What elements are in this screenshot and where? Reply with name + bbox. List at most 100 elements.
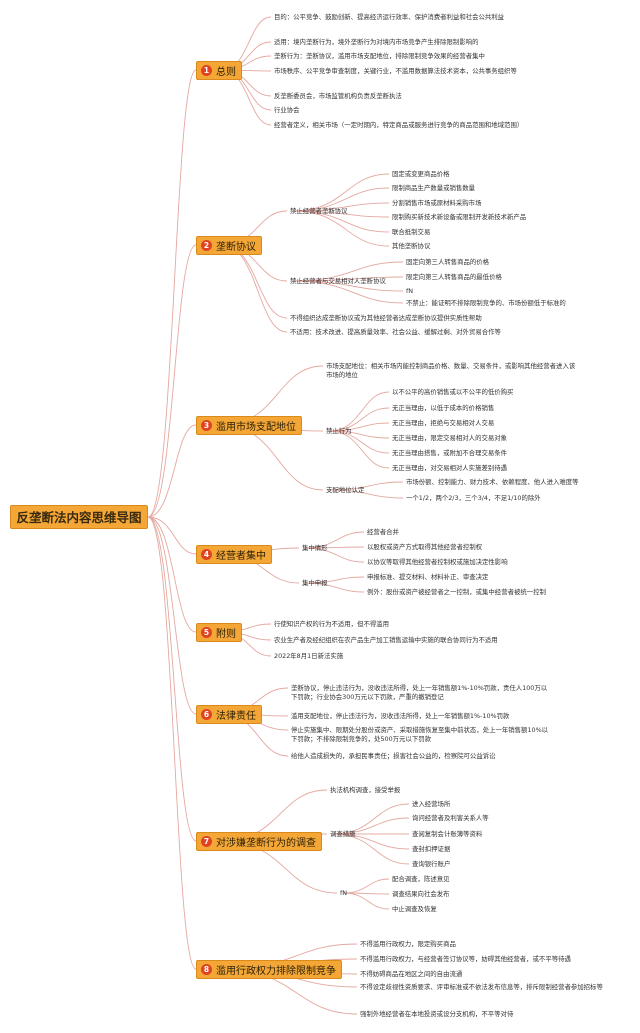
subtopic-item[interactable]: 例外：股份或资产被经营者之一控制，或集中经营者被统一控制: [367, 588, 546, 596]
branch-label: 垄断协议: [216, 242, 256, 253]
topic-item[interactable]: 行使知识产权的行为不适用，但不得滥用: [274, 620, 390, 628]
subtopic-item[interactable]: 一个1/2，两个2/3，三个3/4，不足1/10的除外: [406, 494, 541, 502]
subtopic-item[interactable]: 市场份额、控制能力、财力技术、依赖程度、他人进入难度等: [406, 478, 579, 486]
item-to-subitem-connector: [332, 803, 410, 835]
branch-number-badge: 7: [201, 836, 212, 847]
subtopic-item[interactable]: 不禁止：能证明不排除限制竞争的、市场份额低于标准的: [406, 299, 566, 307]
branch-node-1[interactable]: 1 总则: [196, 61, 242, 80]
branch-label: 附则: [216, 629, 236, 640]
topic-item[interactable]: fN: [340, 889, 348, 897]
branch-number-badge: 2: [201, 240, 212, 251]
topic-item[interactable]: 垄断协议，停止违法行为，没收违法所得，处上一年销售额1%-10%罚款，责任人10…: [291, 684, 548, 701]
branch-label: 滥用市场支配地位: [216, 422, 296, 433]
mindmap-root[interactable]: 反垄断法内容思维导图: [10, 505, 148, 529]
item-to-subitem-connector: [292, 187, 390, 212]
topic-item[interactable]: 市场秩序、公平竞争审查制度，关键行业，不滥用数据算法技术资本，公共事务组织等: [274, 67, 517, 75]
item-to-subitem-connector: [328, 489, 404, 499]
subtopic-item[interactable]: 其他垄断协议: [392, 242, 431, 250]
topic-item[interactable]: 强制外地经营者在本地投资或设分支机构，不平等对待: [360, 1010, 514, 1018]
subtopic-item[interactable]: fN: [406, 287, 414, 295]
branch-number-badge: 6: [201, 709, 212, 720]
subtopic-item[interactable]: 无正当理由搭售，或附加不合理交易条件: [392, 449, 508, 457]
item-to-subitem-connector: [342, 878, 390, 894]
root-to-branch-connector: [147, 244, 197, 518]
branch-label: 总则: [216, 67, 236, 78]
subtopic-item[interactable]: 以不公平的高价销售或以不公平的低价购买: [392, 388, 514, 396]
topic-item[interactable]: 行业协会: [274, 106, 300, 114]
subtopic-item[interactable]: 无正当理由，拒绝与交易相对人交易: [392, 419, 495, 427]
branch-node-2[interactable]: 2 垄断协议: [196, 236, 262, 255]
topic-item[interactable]: 调查措施: [330, 830, 356, 838]
topic-item[interactable]: 不得滥用行政权力，限定购买商品: [360, 940, 456, 948]
topic-item[interactable]: 不得组织达成垄断协议或为其他经营者达成垄断协议提供实质性帮助: [290, 314, 482, 322]
branch-number-badge: 1: [201, 65, 212, 76]
subtopic-item[interactable]: 经营者合并: [367, 528, 399, 536]
subtopic-item[interactable]: 调查结果向社会发布: [392, 890, 450, 898]
subtopic-item[interactable]: 联合抵制交易: [392, 228, 431, 236]
subtopic-item[interactable]: 中止调查及恢复: [392, 905, 437, 913]
topic-item[interactable]: 支配地位认定: [326, 486, 365, 494]
topic-item[interactable]: 禁止经营者垄断协议: [290, 207, 348, 215]
item-to-subitem-connector: [342, 892, 390, 910]
subtopic-item[interactable]: 限定向第三人转售商品的最低价格: [406, 273, 502, 281]
item-to-subitem-connector: [332, 833, 410, 865]
subtopic-item[interactable]: 分割销售市场或原材料采购市场: [392, 199, 482, 207]
subtopic-item[interactable]: 配合调查，陈述意见: [392, 875, 450, 883]
topic-item[interactable]: 不得设定歧视性资质要求、评审标准或不依法发布信息等，排斥限制经营者参加招标等: [360, 983, 603, 991]
subtopic-item[interactable]: 询问经营者及利害关系人等: [412, 814, 489, 822]
topic-item[interactable]: 执法机构调查，接受举报: [330, 786, 401, 794]
subtopic-item[interactable]: 以协议等取得其他经营者控制权或施加决定性影响: [367, 558, 508, 566]
topic-item[interactable]: 经营者定义，相关市场（一定时期内，特定商品或服务进行竞争的商品范围和地域范围）: [274, 121, 524, 129]
topic-item[interactable]: 不适用：技术改进、提高质量效率、社会公益、缓解过剩、对外贸易合作等: [290, 328, 501, 336]
subtopic-item[interactable]: 进入经营场所: [412, 800, 451, 808]
subtopic-item[interactable]: 查阅复制会计账簿等资料: [412, 830, 483, 838]
subtopic-item[interactable]: 无正当理由，以低于成本的价格销售: [392, 404, 495, 412]
topic-item[interactable]: 不得滥用行政权力，与经营者签订协议等，妨碍其他经营者，或不平等待遇: [360, 955, 571, 963]
topic-item[interactable]: 2022年8月1日新法实施: [274, 652, 344, 660]
branch-label: 经营者集中: [216, 551, 266, 562]
item-to-subitem-connector: [292, 261, 404, 282]
subtopic-item[interactable]: 申报标准、提交材料、材料补正、审查决定: [367, 573, 489, 581]
topic-item[interactable]: 禁止经营者与交易相对人垄断协议: [290, 277, 386, 285]
subtopic-item[interactable]: 查询银行账户: [412, 860, 451, 868]
topic-item[interactable]: 集中情形: [302, 544, 328, 552]
subtopic-item[interactable]: 限制购买新技术新设备或限制开发新技术新产品: [392, 213, 527, 221]
branch-node-8[interactable]: 8 滥用行政权力排除限制竞争: [196, 960, 342, 979]
topic-item[interactable]: 给他人造成损失的，承担民事责任；损害社会公益的，检察院可公益诉讼: [291, 752, 496, 760]
root-to-branch-connector: [147, 69, 197, 518]
topic-item[interactable]: 禁止行为: [326, 427, 352, 435]
topic-item[interactable]: 不得妨碍商品在地区之间的自由流通: [360, 970, 463, 978]
subtopic-item[interactable]: 无正当理由，限定交易相对人的交易对象: [392, 434, 508, 442]
topic-item[interactable]: 市场支配地位：相关市场内能控制商品价格、数量、交易条件，或影响其他经营者进入该市…: [326, 362, 576, 379]
topic-item[interactable]: 目的：公平竞争、鼓励创新、提高经济运行效率、保护消费者利益和社会公共利益: [274, 13, 505, 21]
root-to-branch-connector: [147, 516, 197, 633]
subtopic-item[interactable]: 无正当理由，对交易相对人实施差别待遇: [392, 464, 508, 472]
topic-item[interactable]: 垄断行为：垄断协议，滥用市场支配地位，排除限制竞争效果的经营者集中: [274, 52, 485, 60]
topic-item[interactable]: 集中申报: [302, 579, 328, 587]
topic-item[interactable]: 停止实施集中、限期处分股份或资产、采取措施恢复至集中前状态，处上一年销售额10%…: [291, 726, 549, 743]
item-to-subitem-connector: [292, 280, 404, 304]
topic-item[interactable]: 反垄断委员会，市场监管机构负责反垄断执法: [274, 92, 402, 100]
subtopic-item[interactable]: 查封扣押证据: [412, 845, 451, 853]
subtopic-item[interactable]: 限制商品生产数量或销售数量: [392, 184, 476, 192]
root-to-branch-connector: [147, 516, 197, 555]
branch-label: 滥用行政权力排除限制竞争: [216, 966, 336, 977]
item-to-subitem-connector: [304, 547, 365, 563]
subtopic-item[interactable]: 固定向第三人转售商品的价格: [406, 258, 490, 266]
item-to-subitem-connector: [292, 210, 390, 218]
branch-to-item-connector: [221, 244, 288, 333]
subtopic-item[interactable]: 固定或变更商品价格: [392, 170, 450, 178]
branch-number-badge: 8: [201, 964, 212, 975]
topic-item[interactable]: 适用：境内垄断行为，境外垄断行为对境内市场竞争产生排除限制影响的: [274, 38, 479, 46]
root-to-branch-connector: [147, 516, 197, 715]
root-to-branch-connector: [147, 516, 197, 970]
subtopic-item[interactable]: 以股权或资产方式取得其他经营者控制权: [367, 543, 483, 551]
topic-item[interactable]: 农业生产者及经纪组织在农产品生产加工销售运输中实施的联合协同行为不适用: [274, 636, 498, 644]
item-to-subitem-connector: [328, 391, 390, 432]
topic-item[interactable]: 滥用支配地位，停止违法行为，没收违法所得，处上一年销售额1%-10%罚款: [291, 712, 510, 720]
